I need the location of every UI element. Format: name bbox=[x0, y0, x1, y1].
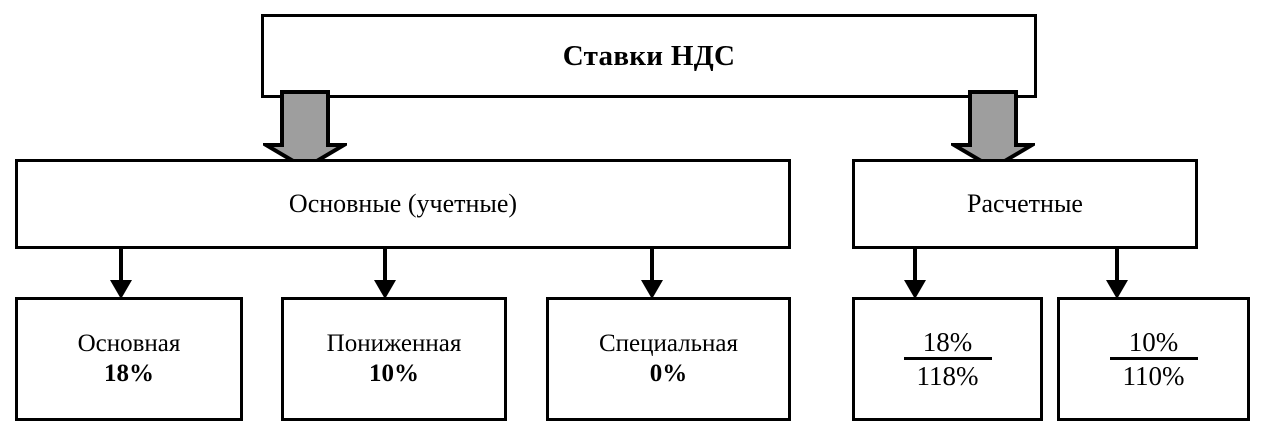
node-leaf-rate-10-110[interactable]: 10% 110% bbox=[1057, 297, 1250, 421]
node-leaf-specialnaya[interactable]: Специальная 0% bbox=[546, 297, 791, 421]
thin-arrow-raschetnye-to-18-118 bbox=[904, 248, 926, 299]
fraction-10-110: 10% 110% bbox=[1109, 326, 1198, 391]
thin-arrow-osnovnye-to-osnovnaya bbox=[110, 248, 132, 299]
node-leaf-ponizhennaya-name: Пониженная bbox=[326, 330, 462, 357]
fraction-10-110-bar bbox=[1109, 357, 1198, 360]
node-group-osnovnye[interactable]: Основные (учетные) bbox=[15, 159, 791, 249]
node-leaf-ponizhennaya[interactable]: Пониженная 10% bbox=[281, 297, 507, 421]
node-leaf-ponizhennaya-rate: 10% bbox=[369, 360, 419, 387]
block-arrow-root-to-osnovnye bbox=[263, 90, 347, 170]
node-leaf-rate-18-118[interactable]: 18% 118% bbox=[852, 297, 1043, 421]
node-group-osnovnye-label: Основные (учетные) bbox=[288, 189, 518, 219]
node-group-raschetnye[interactable]: Расчетные bbox=[852, 159, 1198, 249]
node-leaf-specialnaya-name: Специальная bbox=[598, 330, 739, 357]
node-leaf-osnovnaya-name: Основная bbox=[77, 330, 181, 357]
thin-arrow-osnovnye-to-ponizhennaya bbox=[374, 248, 396, 299]
node-leaf-osnovnaya-rate: 18% bbox=[104, 360, 154, 387]
fraction-18-118: 18% 118% bbox=[903, 326, 992, 391]
block-arrow-root-to-raschetnye bbox=[951, 90, 1035, 170]
thin-arrow-osnovnye-to-specialnaya bbox=[641, 248, 663, 299]
node-leaf-osnovnaya[interactable]: Основная 18% bbox=[15, 297, 243, 421]
node-root-vat-rates[interactable]: Ставки НДС bbox=[261, 14, 1037, 98]
fraction-18-118-denominator: 118% bbox=[916, 361, 979, 391]
fraction-18-118-numerator: 18% bbox=[922, 326, 973, 357]
thin-arrow-raschetnye-to-10-110 bbox=[1106, 248, 1128, 299]
fraction-18-118-bar bbox=[903, 357, 992, 360]
node-leaf-specialnaya-rate: 0% bbox=[649, 360, 688, 387]
fraction-10-110-denominator: 110% bbox=[1122, 361, 1185, 391]
node-root-label: Ставки НДС bbox=[562, 39, 736, 72]
fraction-10-110-numerator: 10% bbox=[1128, 326, 1179, 357]
node-group-raschetnye-label: Расчетные bbox=[967, 189, 1083, 219]
